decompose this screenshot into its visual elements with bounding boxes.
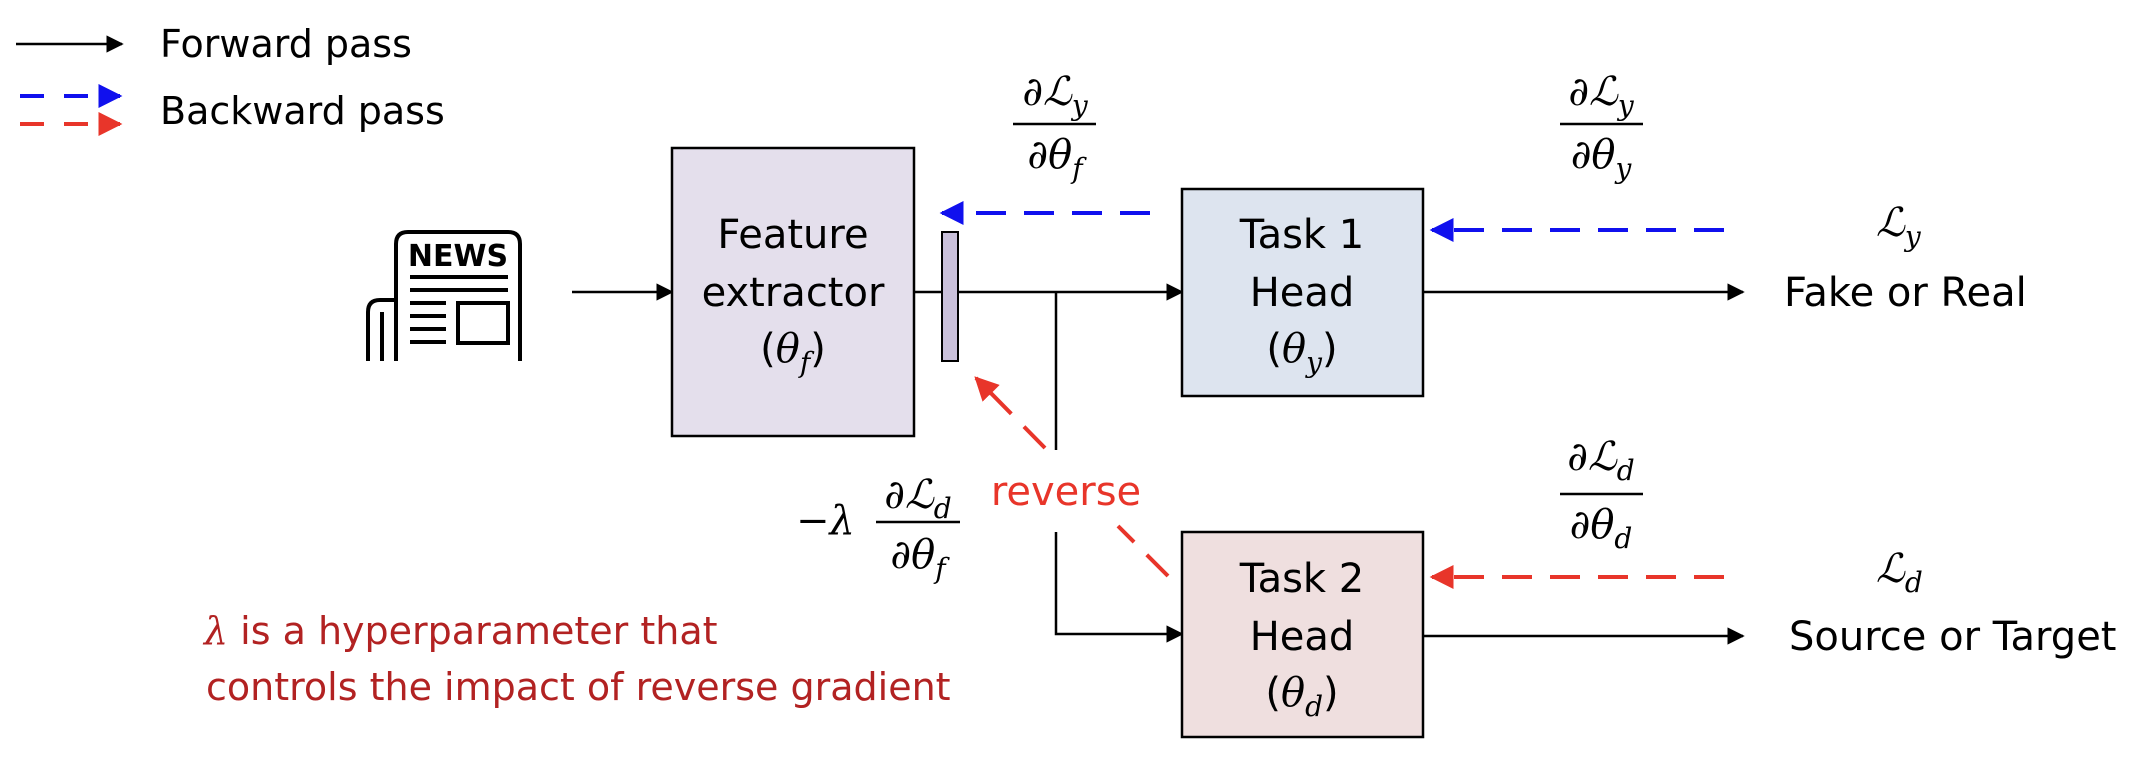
branch-to-task2 [1054,532,1184,643]
task1-line1: Task 1 [1239,212,1365,258]
lambda-note-line2: controls the impact of reverse gradient [206,665,951,709]
task1-param: (θy) [1266,326,1337,379]
task1-line2: Head [1250,270,1355,316]
task2-head-block: Task 2 Head (θd) [1180,530,1425,739]
gradient-reverse-term: −λ ∂ℒd ∂θf [796,472,960,585]
legend-forward-label: Forward pass [160,22,412,66]
newspaper-icon: NEWS [366,230,522,361]
gradient-dLy-dthetay: ∂ℒy ∂θy [1560,69,1643,185]
svg-text:∂ℒd: ∂ℒd [884,472,951,525]
task2-output-label: Source or Target [1789,614,2116,660]
task2-param: (θd) [1265,670,1338,723]
svg-text:∂θf: ∂θf [890,532,950,585]
gradient-reversal-layer [941,231,959,362]
task2-line1: Task 2 [1239,556,1365,602]
svg-text:∂ℒy: ∂ℒy [1568,69,1635,122]
feature-extractor-block: Feature extractor (θf) [670,146,916,438]
task1-output-label: Fake or Real [1784,270,2027,316]
svg-text:∂θy: ∂θy [1571,132,1633,185]
svg-text:NEWS: NEWS [408,239,508,274]
feature-extractor-param: (θf) [760,326,826,379]
reverse-label: reverse [991,469,1141,515]
lambda-note-line1: λ is a hyperparameter that [202,609,718,653]
task1-head-block: Task 1 Head (θy) [1180,187,1425,398]
legend-backward-label: Backward pass [160,89,445,133]
gradient-dLd-dthetad: ∂ℒd ∂θd [1560,434,1643,555]
svg-text:∂ℒy: ∂ℒy [1022,69,1089,122]
reverse-arrow-lower [1116,524,1170,578]
loss-y-label: ℒy [1876,200,1922,253]
loss-d-label: ℒd [1876,546,1923,599]
task2-line2: Head [1250,614,1355,660]
feature-extractor-line1: Feature [717,212,868,258]
reverse-arrow-upper [974,376,1047,450]
svg-text:∂θd: ∂θd [1570,502,1633,555]
legend: Forward pass Backward pass [16,22,445,136]
feature-extractor-line2: extractor [702,270,885,316]
gradient-dLy-dthetaf: ∂ℒy ∂θf [1013,69,1096,185]
lambda-note: λ is a hyperparameter that controls the … [202,609,951,709]
svg-text:∂θf: ∂θf [1027,132,1087,185]
svg-text:∂ℒd: ∂ℒd [1567,434,1634,487]
svg-text:−λ: −λ [796,498,855,544]
